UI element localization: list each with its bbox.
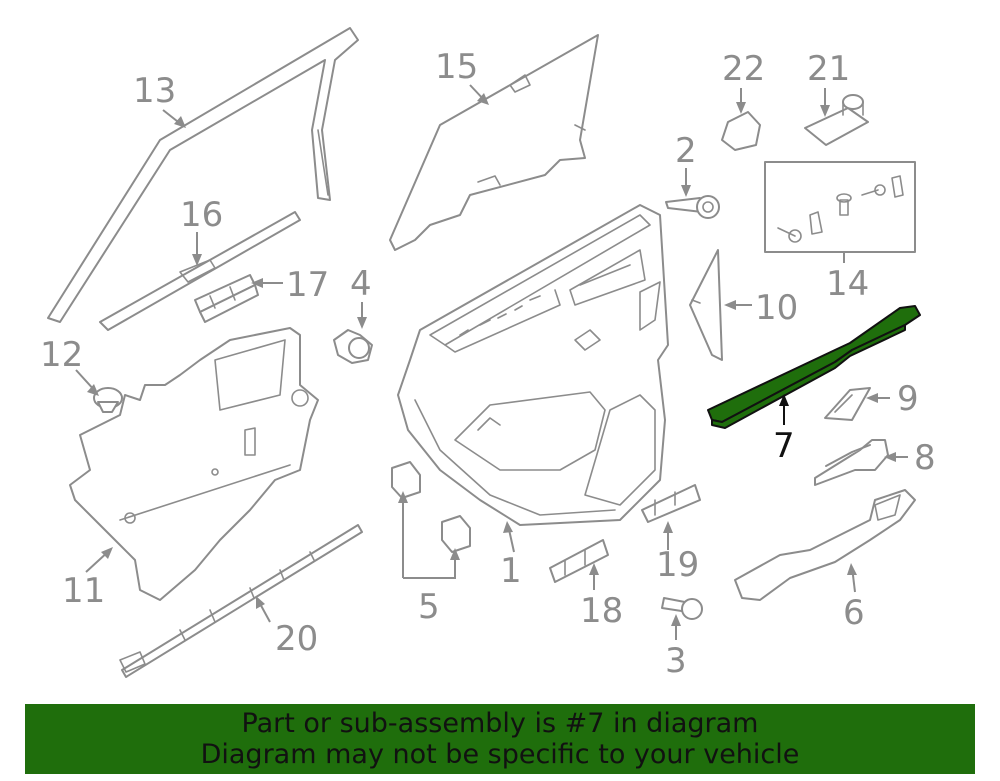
- part-17-clip: [194, 274, 259, 323]
- callout-16: 16: [180, 195, 223, 235]
- info-banner: Part or sub-assembly is #7 in diagram Di…: [25, 704, 975, 774]
- parts-diagram: 13 15 16 17 4 12 11 1 2 10 22 21 14 7 9 …: [40, 27, 936, 681]
- callout-9: 9: [897, 379, 919, 419]
- callout-8: 8: [914, 438, 936, 478]
- part-21-sensor: [804, 94, 869, 146]
- part-15-door-glass: [389, 34, 599, 251]
- part-3-bolt: [661, 597, 703, 620]
- callout-7: 7: [773, 426, 795, 466]
- part-8-handle-bezel: [814, 439, 889, 486]
- callout-14: 14: [826, 264, 869, 304]
- part-18-clip: [549, 539, 609, 583]
- part-1-door-trim-panel: [397, 204, 669, 526]
- callout-6: 6: [843, 593, 865, 633]
- callout-10: 10: [755, 288, 798, 328]
- part-22-plug: [721, 111, 761, 151]
- callout-19: 19: [656, 545, 699, 585]
- part-4-grommet: [333, 329, 373, 364]
- part-5-clips: [391, 461, 471, 553]
- callout-13: 13: [133, 71, 176, 111]
- callout-12: 12: [40, 335, 83, 375]
- banner-line-2: Diagram may not be specific to your vehi…: [200, 739, 800, 770]
- part-9-switch-bezel: [824, 387, 871, 421]
- callout-2: 2: [675, 131, 697, 171]
- part-14-fastener-kit: [764, 161, 916, 253]
- part-7-armrest-trim: [707, 305, 921, 429]
- callout-1: 1: [500, 551, 522, 591]
- part-10-corner-cover: [689, 249, 723, 361]
- part-6-armrest: [734, 489, 916, 601]
- part-2-screw: [665, 195, 720, 219]
- callout-17: 17: [286, 265, 329, 305]
- callout-15: 15: [435, 47, 478, 87]
- callout-20: 20: [275, 619, 318, 659]
- banner-line-1: Part or sub-assembly is #7 in diagram: [241, 708, 759, 739]
- part-13-window-channel: [47, 27, 359, 323]
- part-16-belt-molding: [99, 211, 301, 331]
- part-19-clip: [641, 484, 701, 523]
- part-11-panel-carrier: [69, 327, 319, 601]
- leader-arrowheads: [87, 93, 896, 626]
- part-12-fastener: [93, 387, 123, 413]
- callout-18: 18: [580, 591, 623, 631]
- callout-5: 5: [418, 587, 440, 627]
- callout-4: 4: [350, 264, 372, 304]
- callout-21: 21: [807, 49, 850, 89]
- part-20-wiring-harness: [119, 524, 363, 678]
- callout-3: 3: [665, 641, 687, 681]
- callout-11: 11: [62, 571, 105, 611]
- callout-22: 22: [722, 49, 765, 89]
